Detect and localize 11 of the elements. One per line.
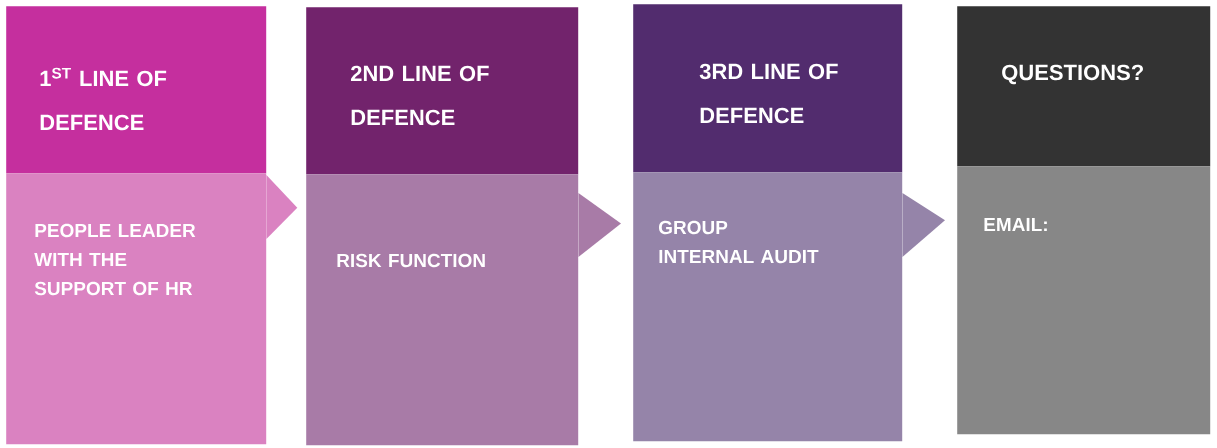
content-box: EMAIL: bbox=[957, 166, 1211, 435]
content-box: GROUP INTERNAL AUDIT bbox=[633, 172, 903, 442]
chevron-arrow bbox=[578, 193, 621, 257]
header-box: 2ND LINE OF DEFENCE bbox=[306, 7, 579, 175]
content-box: RISK FUNCTION bbox=[306, 174, 579, 446]
header-box: 1$^{ST}$ LINE OF DEFENCE bbox=[6, 6, 267, 174]
header-box: 3RD LINE OF DEFENCE bbox=[633, 4, 903, 173]
content-box: PEOPLE LEADER WITH THE SUPPORT OF HR bbox=[6, 173, 267, 445]
chevron-arrow bbox=[902, 193, 945, 257]
chevron-arrow bbox=[266, 175, 298, 239]
header-box: QUESTIONS? bbox=[957, 6, 1211, 167]
